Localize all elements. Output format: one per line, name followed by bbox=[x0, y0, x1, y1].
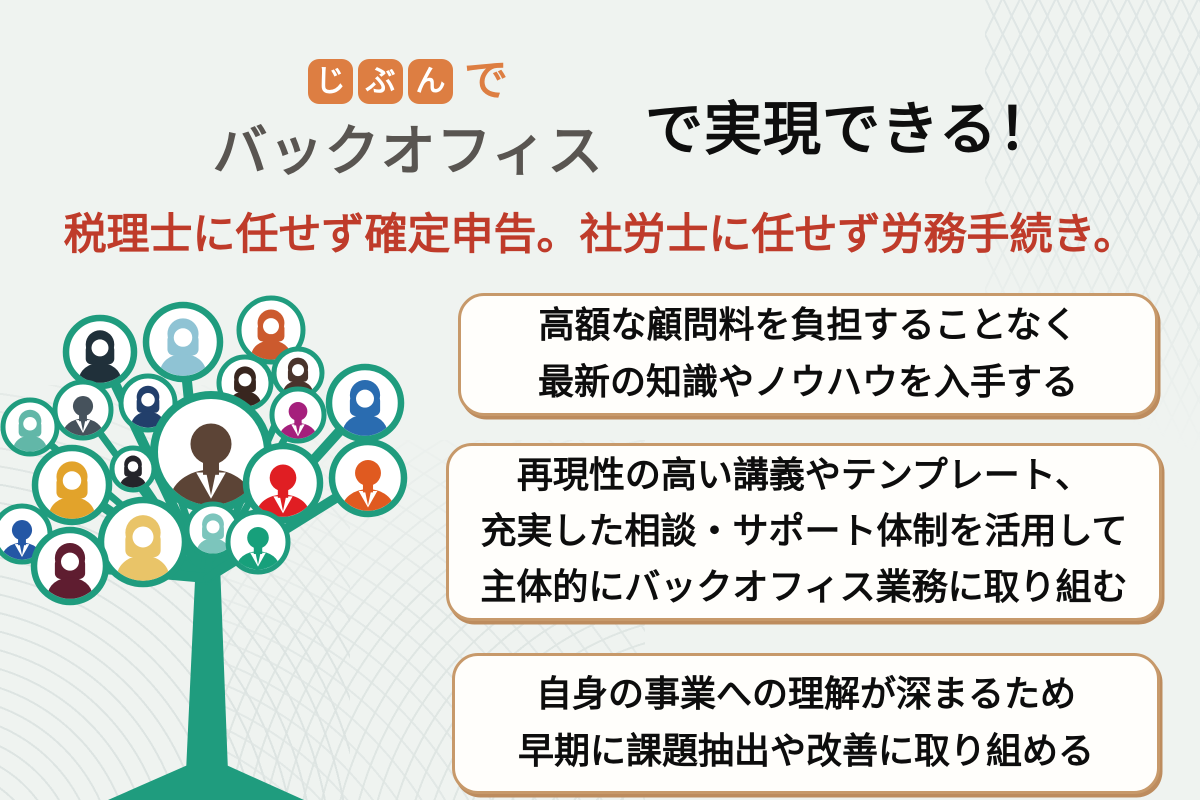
benefit-line: 主体的にバックオフィス業務に取り組む bbox=[480, 567, 1128, 609]
benefit-box-1: 高額な顧問料を負担することなく 最新の知識やノウハウを入手する bbox=[458, 293, 1158, 416]
logo-badge-row: じ ぶ ん で bbox=[200, 56, 616, 104]
logo-badge-suffix: で bbox=[464, 55, 508, 106]
benefit-line: 最新の知識やノウハウを入手する bbox=[537, 361, 1078, 403]
tree-svg bbox=[0, 295, 408, 800]
benefit-line: 再現性の高い講義やテンプレート、 bbox=[516, 454, 1092, 496]
people-network-tree-illustration bbox=[0, 280, 440, 800]
logo-badge-char: じ bbox=[308, 59, 353, 104]
logo-badge-char: ぶ bbox=[358, 59, 403, 104]
benefit-line: 充実した相談・サポート体制を活用して bbox=[480, 510, 1128, 552]
benefit-line: 高額な顧問料を負担することなく bbox=[538, 305, 1078, 347]
logo-badge-char: ん bbox=[408, 59, 453, 104]
benefit-box-3: 自身の事業への理解が深まるため 早期に課題抽出や改善に取り組める bbox=[452, 653, 1160, 794]
brand-logo: じ ぶ ん で バックオフィス bbox=[200, 56, 616, 186]
benefit-box-2: 再現性の高い講義やテンプレート、 充実した相談・サポート体制を活用して 主体的に… bbox=[446, 443, 1162, 621]
subheadline: 税理士に任せず確定申告。社労士に任せず労務手続き。 bbox=[63, 210, 1137, 260]
benefit-line: 自身の事業への理解が深まるため bbox=[535, 674, 1076, 716]
benefit-line: 早期に課題抽出や改善に取り組める bbox=[517, 730, 1094, 772]
brand-name: バックオフィス bbox=[212, 119, 604, 183]
headline-suffix: で実現できる！ bbox=[645, 95, 1057, 163]
